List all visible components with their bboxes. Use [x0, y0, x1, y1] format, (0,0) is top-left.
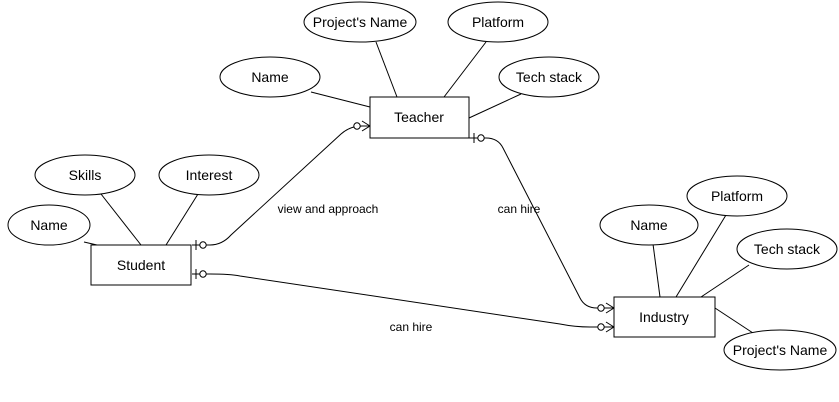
svg-text:Project's Name: Project's Name: [733, 342, 828, 358]
svg-text:Skills: Skills: [69, 167, 102, 183]
svg-text:Name: Name: [630, 217, 668, 233]
entity-teacher-label: Teacher: [394, 109, 444, 125]
entity-industry: Industry: [613, 296, 716, 338]
attribute-student-name: Name: [7, 204, 91, 246]
attribute-teacher-tech-stack: Tech stack: [498, 56, 600, 98]
attribute-teacher-project-name: Project's Name: [303, 1, 417, 43]
relationship-label-view-and-approach: view and approach: [278, 202, 379, 216]
relationship-label-student-can-hire: can hire: [390, 320, 433, 334]
svg-text:Tech stack: Tech stack: [754, 241, 821, 257]
svg-text:Tech stack: Tech stack: [516, 69, 583, 85]
attribute-connectors: [83, 41, 754, 334]
attribute-student-skills: Skills: [34, 154, 136, 196]
svg-text:Name: Name: [30, 217, 68, 233]
relationship-label-teacher-can-hire: can hire: [498, 202, 541, 216]
attribute-industry-platform: Platform: [686, 175, 788, 217]
attribute-teacher-name: Name: [219, 56, 321, 98]
svg-text:Interest: Interest: [186, 167, 233, 183]
entity-student-label: Student: [117, 257, 165, 273]
attribute-industry-tech-stack: Tech stack: [736, 228, 838, 270]
svg-text:Project's Name: Project's Name: [313, 14, 408, 30]
svg-text:Platform: Platform: [711, 188, 763, 204]
edge-student-industry: [192, 273, 614, 328]
cardinality-markers: [195, 120, 615, 333]
attribute-industry-project-name: Project's Name: [723, 329, 837, 371]
edge-teacher-industry: [469, 137, 614, 309]
svg-text:Name: Name: [251, 69, 289, 85]
entity-student: Student: [90, 244, 192, 286]
attribute-industry-name: Name: [599, 204, 699, 246]
entity-teacher: Teacher: [369, 96, 470, 139]
attribute-student-interest: Interest: [158, 154, 260, 196]
attribute-teacher-platform: Platform: [447, 1, 549, 43]
svg-text:Platform: Platform: [472, 14, 524, 30]
entity-industry-label: Industry: [639, 309, 689, 325]
